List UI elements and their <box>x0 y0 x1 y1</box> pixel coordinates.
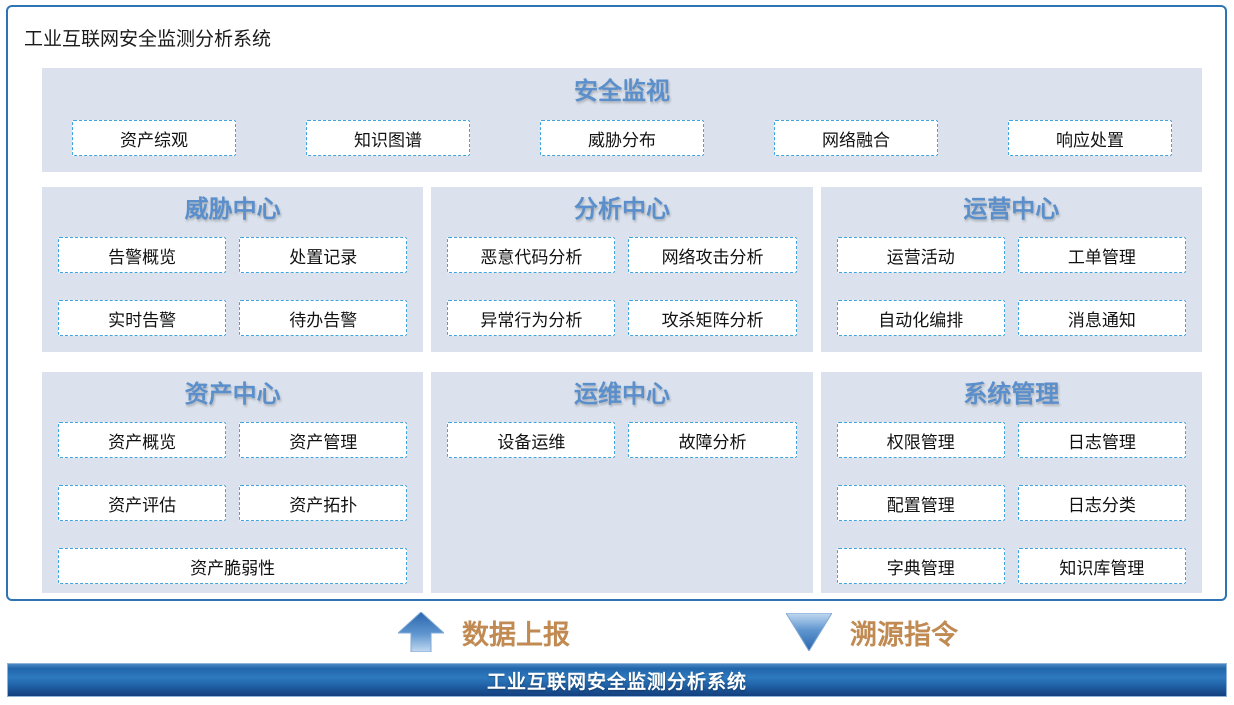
panel-items: 资产概览 资产管理 资产评估 资产拓扑 资产脆弱性 <box>42 410 423 584</box>
modules-area: 安全监视 资产综观 知识图谱 威胁分布 网络融合 响应处置 威胁中心 告警概览 … <box>42 68 1202 593</box>
module-box: 设备运维 <box>447 422 616 458</box>
panel-row-middle: 威胁中心 告警概览 处置记录 实时告警 待办告警 分析中心 恶意代码分析 网络攻… <box>42 187 1202 352</box>
module-box: 异常行为分析 <box>447 300 616 336</box>
flow-label: 数据上报 <box>462 619 570 650</box>
panel-system-management: 系统管理 权限管理 日志管理 配置管理 日志分类 字典管理 知识库管理 <box>820 372 1202 593</box>
panel-row-bottom: 资产中心 资产概览 资产管理 资产评估 资产拓扑 资产脆弱性 运维中心 设备运维… <box>42 372 1202 593</box>
module-box: 处置记录 <box>239 237 408 273</box>
panel-analysis-center: 分析中心 恶意代码分析 网络攻击分析 异常行为分析 攻杀矩阵分析 <box>431 187 813 352</box>
module-box: 资产拓扑 <box>239 485 408 521</box>
flow-label: 溯源指令 <box>850 619 958 650</box>
flow-trace-command: 溯源指令 <box>786 606 958 658</box>
module-box: 日志分类 <box>1017 485 1186 521</box>
panel-items: 资产综观 知识图谱 威胁分布 网络融合 响应处置 <box>42 120 1202 156</box>
panel-operations-center: 运营中心 运营活动 工单管理 自动化编排 消息通知 <box>820 187 1202 352</box>
module-box: 资产管理 <box>239 422 408 458</box>
panel-title: 威胁中心 <box>184 196 281 223</box>
module-box: 日志管理 <box>1017 422 1186 458</box>
panel-asset-center: 资产中心 资产概览 资产管理 资产评估 资产拓扑 资产脆弱性 <box>42 372 424 593</box>
module-box: 资产脆弱性 <box>58 548 408 584</box>
panel-items: 运营活动 工单管理 自动化编排 消息通知 <box>821 225 1202 336</box>
footer-bar: 工业互联网安全监测分析系统 <box>7 663 1227 697</box>
flow-row: 数据上报 溯源指令 <box>0 606 1234 658</box>
module-box: 网络攻击分析 <box>628 237 797 273</box>
module-box: 知识图谱 <box>306 120 470 156</box>
arrow-down-icon <box>786 613 832 651</box>
module-box: 权限管理 <box>836 422 1005 458</box>
module-box: 工单管理 <box>1017 237 1186 273</box>
module-box: 恶意代码分析 <box>447 237 616 273</box>
module-box: 知识库管理 <box>1017 548 1186 584</box>
module-box: 运营活动 <box>836 237 1005 273</box>
module-box: 自动化编排 <box>836 300 1005 336</box>
module-box: 实时告警 <box>58 300 227 336</box>
module-box: 攻杀矩阵分析 <box>628 300 797 336</box>
module-box: 网络融合 <box>774 120 938 156</box>
panel-title: 运维中心 <box>573 381 670 408</box>
footer-title: 工业互联网安全监测分析系统 <box>486 671 747 693</box>
panel-items: 告警概览 处置记录 实时告警 待办告警 <box>42 225 423 336</box>
panel-title: 分析中心 <box>573 196 670 223</box>
panel-items: 设备运维 故障分析 <box>431 410 812 458</box>
panel-security-watch: 安全监视 资产综观 知识图谱 威胁分布 网络融合 响应处置 <box>42 68 1202 172</box>
panel-threat-center: 威胁中心 告警概览 处置记录 实时告警 待办告警 <box>42 187 424 352</box>
module-box: 资产评估 <box>58 485 227 521</box>
panel-title: 资产中心 <box>184 381 281 408</box>
panel-title: 系统管理 <box>963 381 1060 408</box>
module-box: 威胁分布 <box>540 120 704 156</box>
module-box: 资产概览 <box>58 422 227 458</box>
module-box: 消息通知 <box>1017 300 1186 336</box>
module-box: 响应处置 <box>1008 120 1172 156</box>
module-box: 资产综观 <box>72 120 236 156</box>
panel-items: 恶意代码分析 网络攻击分析 异常行为分析 攻杀矩阵分析 <box>431 225 812 336</box>
page-title: 工业互联网安全监测分析系统 <box>24 29 272 50</box>
module-box: 故障分析 <box>628 422 797 458</box>
module-box: 待办告警 <box>239 300 408 336</box>
module-box: 字典管理 <box>836 548 1005 584</box>
panel-title: 安全监视 <box>574 78 670 105</box>
flow-data-report: 数据上报 <box>398 606 570 658</box>
module-box: 配置管理 <box>836 485 1005 521</box>
panel-title: 运营中心 <box>963 196 1060 223</box>
panel-items: 权限管理 日志管理 配置管理 日志分类 字典管理 知识库管理 <box>821 410 1202 584</box>
module-box: 告警概览 <box>58 237 227 273</box>
arrow-up-icon <box>398 612 444 652</box>
panel-maintenance-center: 运维中心 设备运维 故障分析 <box>431 372 813 593</box>
